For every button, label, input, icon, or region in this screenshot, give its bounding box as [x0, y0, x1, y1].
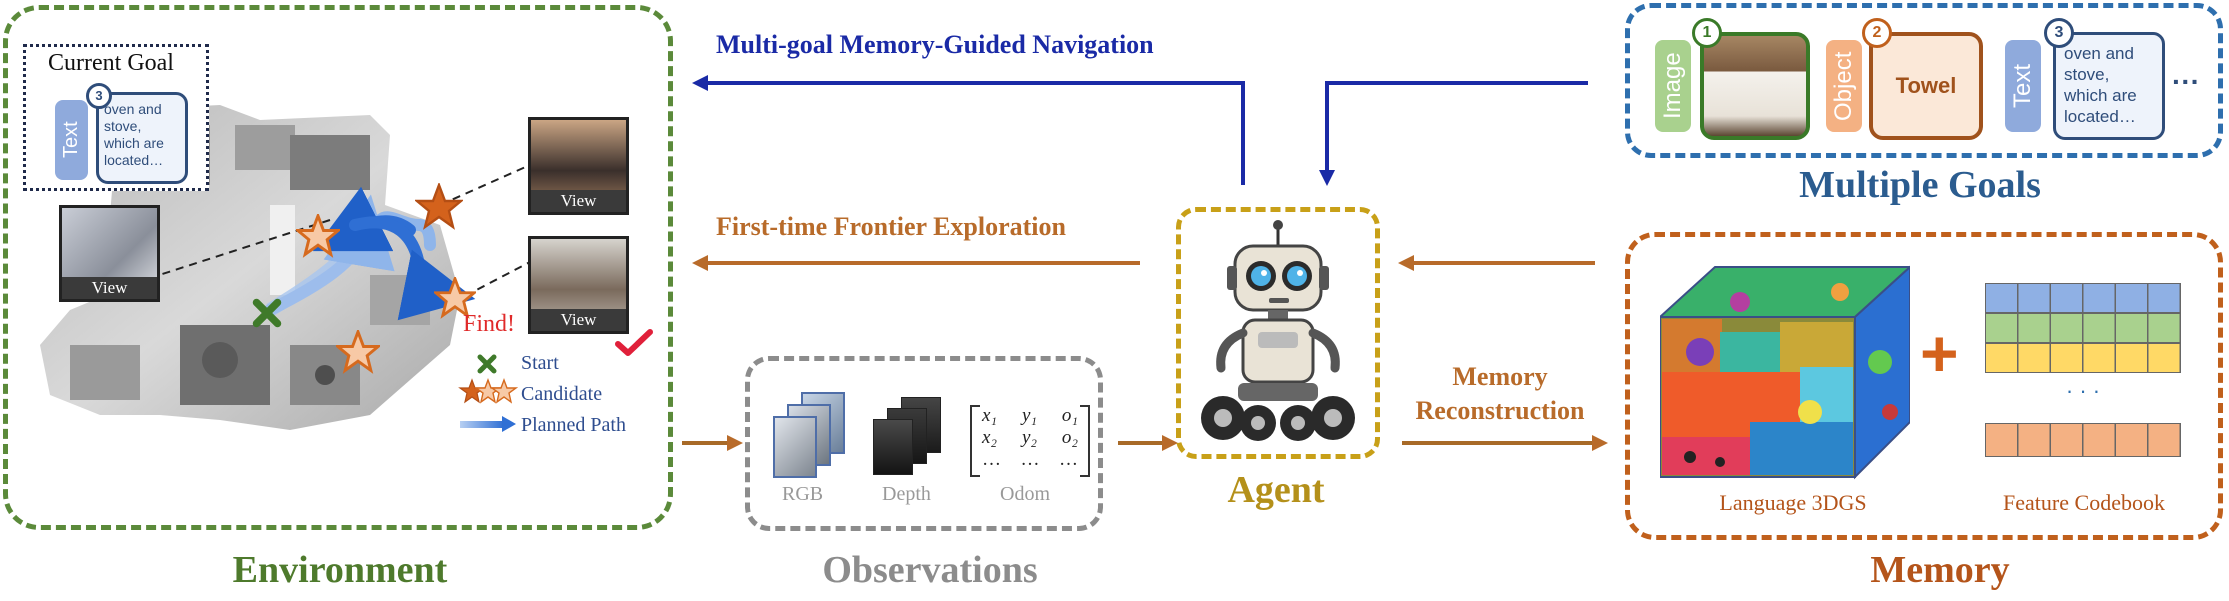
view-thumbnail-left: View: [59, 205, 160, 302]
odom-matrix: x₁ y₁ o₁ x₂ y₂ o₂ … … …: [970, 405, 1090, 485]
goal-number-2: 2: [1862, 18, 1892, 48]
goal-object-tag: Object: [1826, 40, 1862, 132]
legend-planned-path: Planned Path: [521, 414, 626, 436]
memory-panel: [1625, 232, 2223, 540]
odom-y2: y₂: [1021, 427, 1037, 448]
legend-path-icon: [460, 416, 516, 432]
nav-arrow-label: Multi-goal Memory-Guided Navigation: [716, 30, 1154, 59]
view-thumbnail-find: View: [528, 236, 629, 334]
codebook-row-orange: [1985, 423, 2181, 457]
odom-o1: o₁: [1061, 405, 1078, 426]
goal-image-tag: Image: [1655, 40, 1691, 132]
memory-reconstruction-label-2: Reconstruction: [1415, 396, 1585, 425]
odom-x1: x₁: [982, 405, 998, 426]
plus-icon: +: [1920, 316, 1959, 390]
memory-title: Memory: [1870, 549, 2010, 591]
legend-candidate-icon: [458, 378, 518, 404]
check-icon: [615, 329, 653, 356]
goal-number-1: 1: [1692, 18, 1722, 48]
goals-more: ···: [2172, 66, 2200, 97]
environment-title: Environment: [232, 549, 448, 591]
odom-y1: y₁: [1021, 405, 1037, 426]
goals-panel: [1625, 3, 2223, 158]
odom-x2: x₂: [982, 427, 998, 448]
current-goal-number: 3: [86, 83, 112, 109]
odom-y3: …: [1020, 449, 1040, 470]
view-label: View: [531, 190, 626, 212]
goal-text-value: oven and stove, which are located…: [2053, 32, 2165, 140]
goal-object-value: Towel: [1869, 32, 1983, 140]
explore-arrow-label: First-time Frontier Exploration: [716, 212, 1066, 241]
goal-text-tag: Text: [2005, 40, 2041, 132]
observations-panel: [745, 356, 1103, 531]
agent-panel: [1176, 207, 1380, 459]
goal-number-3: 3: [2044, 18, 2074, 48]
memory-reconstruction-label-1: Memory: [1452, 362, 1548, 391]
view-label: View: [62, 277, 157, 299]
agent-title: Agent: [1227, 469, 1325, 511]
candidate-star-3: [434, 277, 476, 319]
odom-o2: o₂: [1061, 427, 1078, 448]
observations-title: Observations: [822, 549, 1038, 591]
find-label: Find!: [463, 311, 516, 337]
feature-codebook-caption: Feature Codebook: [2003, 490, 2165, 515]
odom-x3: …: [982, 449, 1001, 470]
odom-label: Odom: [1000, 483, 1050, 505]
environment-panel: [3, 5, 673, 530]
planned-path: [149, 164, 531, 321]
candidate-star-4: [336, 330, 380, 374]
legend-start-icon: [477, 354, 497, 374]
robot-icon: [1201, 220, 1355, 441]
candidate-star-1: [296, 214, 340, 258]
language-3dgs-cube: [1660, 265, 1910, 480]
language-3dgs-caption: Language 3DGS: [1719, 490, 1867, 515]
current-goal-text: oven and stove, which are located…: [96, 92, 188, 184]
goals-title: Multiple Goals: [1799, 164, 2041, 206]
codebook-row-yellow: [1985, 343, 2181, 373]
candidate-star-2: [415, 183, 463, 230]
legend-start: Start: [521, 352, 559, 374]
codebook-row-blue: [1985, 283, 2181, 313]
codebook-row-green: [1985, 313, 2181, 343]
depth-stack: [873, 397, 953, 477]
rgb-label: RGB: [782, 483, 824, 505]
legend-candidate: Candidate: [521, 383, 603, 405]
odom-o3: …: [1059, 449, 1078, 470]
start-marker: [252, 298, 282, 328]
view-thumbnail-top: View: [528, 117, 629, 215]
goal-image-thumbnail: [1700, 32, 1810, 140]
rgb-stack: [773, 392, 853, 478]
depth-label: Depth: [882, 483, 931, 505]
current-goal-title: Current Goal: [48, 50, 174, 76]
view-label: View: [531, 309, 626, 331]
feature-codebook: · · ·: [1985, 283, 2181, 463]
codebook-dots: · · ·: [2065, 378, 2101, 403]
